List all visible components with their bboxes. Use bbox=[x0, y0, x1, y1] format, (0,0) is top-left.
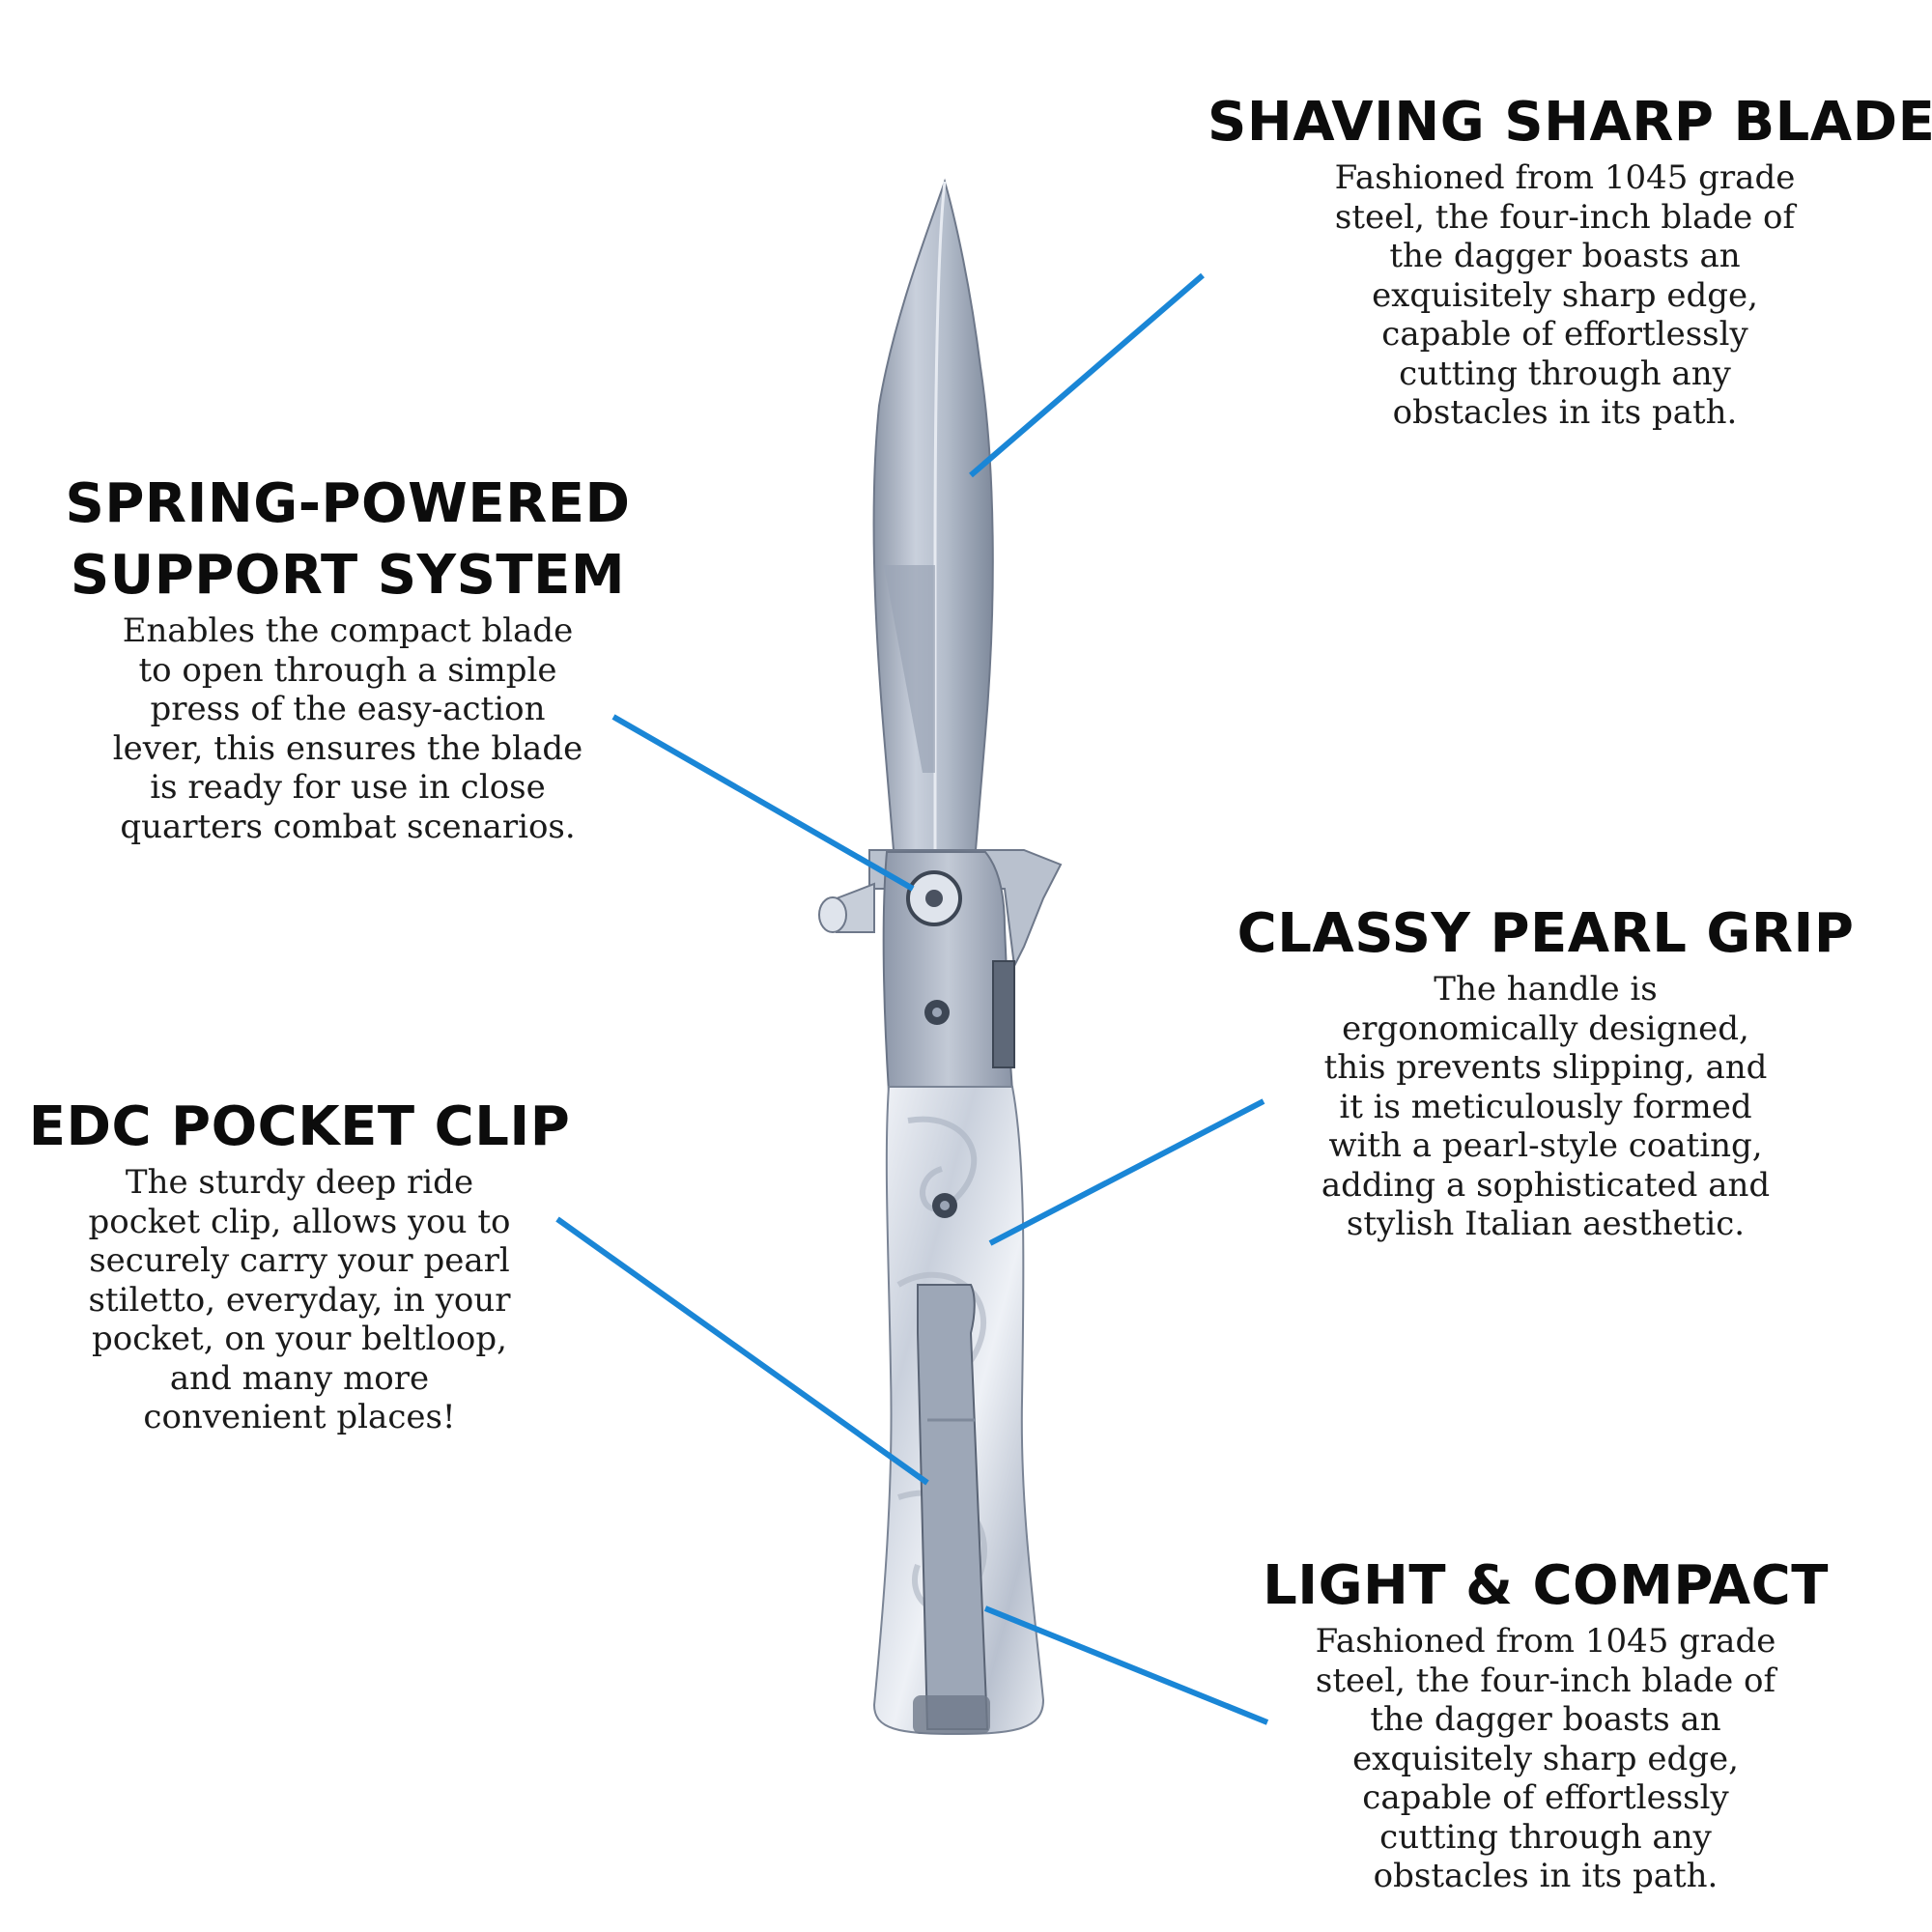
callout-edc-pocket-clip: EDC POCKET CLIP The sturdy deep ride poc… bbox=[19, 1092, 580, 1437]
body-line: convenient places! bbox=[143, 1398, 456, 1436]
callout-title: LIGHT & COMPACT bbox=[1263, 1554, 1829, 1617]
body-line: ergonomically designed, bbox=[1342, 1009, 1749, 1048]
body-line: steel, the four-inch blade of bbox=[1334, 197, 1796, 237]
body-line: steel, the four-inch blade of bbox=[1315, 1661, 1776, 1700]
pocket-clip bbox=[913, 1284, 990, 1734]
callout-body: Fashioned from 1045 grade steel, the fou… bbox=[1208, 158, 1922, 433]
body-line: obstacles in its path. bbox=[1373, 1857, 1719, 1895]
callout-body: Enables the compact blade to open throug… bbox=[39, 611, 657, 846]
body-line: and many more bbox=[169, 1358, 430, 1398]
body-line: to open through a simple bbox=[138, 650, 557, 690]
body-line: quarters combat scenarios. bbox=[120, 807, 576, 846]
callout-title: EDC POCKET CLIP bbox=[28, 1095, 571, 1158]
body-line: with a pearl-style coating, bbox=[1328, 1126, 1763, 1165]
body-line: exquisitely sharp edge, bbox=[1372, 275, 1758, 315]
leader-line-blade bbox=[969, 272, 1205, 478]
body-line: the dagger boasts an bbox=[1370, 1700, 1721, 1739]
leader-line-spring bbox=[611, 714, 915, 892]
body-line: is ready for use in close bbox=[150, 768, 546, 807]
body-line: capable of effortlessly bbox=[1362, 1778, 1729, 1817]
body-line: stiletto, everyday, in your bbox=[88, 1280, 511, 1320]
body-line: exquisitely sharp edge, bbox=[1352, 1739, 1739, 1778]
callout-title-line-1: SPRING-POWERED bbox=[65, 472, 631, 535]
body-line: Enables the compact blade bbox=[122, 611, 574, 650]
leader-lines bbox=[555, 272, 1269, 1725]
body-line: The handle is bbox=[1434, 970, 1658, 1009]
body-line: pocket clip, allows you to bbox=[88, 1202, 511, 1241]
body-line: cutting through any bbox=[1379, 1817, 1712, 1857]
callout-title: SHAVING SHARP BLADE bbox=[1208, 91, 1932, 154]
body-line: lever, this ensures the blade bbox=[112, 728, 583, 768]
body-line: obstacles in its path. bbox=[1392, 393, 1738, 432]
body-line: Fashioned from 1045 grade bbox=[1315, 1622, 1776, 1661]
leader-line-pearl bbox=[988, 1098, 1265, 1246]
body-line: it is meticulously formed bbox=[1339, 1087, 1752, 1126]
leader-line-light bbox=[983, 1605, 1269, 1725]
callout-body: The handle is ergonomically designed, th… bbox=[1227, 970, 1864, 1244]
blade bbox=[872, 178, 994, 851]
callout-title-line-2: SUPPORT SYSTEM bbox=[70, 544, 626, 607]
body-line: The sturdy deep ride bbox=[125, 1163, 474, 1202]
body-line: the dagger boasts an bbox=[1389, 237, 1741, 275]
callout-shaving-sharp-blade: SHAVING SHARP BLADE Fashioned from 1045 … bbox=[1208, 87, 1932, 433]
body-line: capable of effortlessly bbox=[1381, 315, 1748, 354]
callout-body: The sturdy deep ride pocket clip, allows… bbox=[19, 1163, 580, 1437]
callout-title: CLASSY PEARL GRIP bbox=[1236, 902, 1855, 965]
body-line: pocket, on your beltloop, bbox=[92, 1320, 507, 1358]
leader-line-clip bbox=[555, 1216, 929, 1486]
body-line: adding a sophisticated and bbox=[1321, 1165, 1771, 1205]
body-line: stylish Italian aesthetic. bbox=[1346, 1205, 1746, 1243]
body-line: press of the easy-action bbox=[150, 690, 546, 728]
callout-light-and-compact: LIGHT & COMPACT Fashioned from 1045 grad… bbox=[1227, 1550, 1864, 1896]
callout-spring-powered-support-system: SPRING-POWERED SUPPORT SYSTEM Enables th… bbox=[39, 469, 657, 846]
body-line: this prevents slipping, and bbox=[1323, 1048, 1768, 1087]
body-line: securely carry your pearl bbox=[89, 1241, 510, 1280]
body-line: Fashioned from 1045 grade bbox=[1334, 158, 1796, 197]
body-line: cutting through any bbox=[1399, 354, 1731, 393]
callout-body: Fashioned from 1045 grade steel, the fou… bbox=[1227, 1622, 1864, 1896]
bolster bbox=[882, 851, 1015, 1093]
callout-classy-pearl-grip: CLASSY PEARL GRIP The handle is ergonomi… bbox=[1227, 898, 1864, 1244]
